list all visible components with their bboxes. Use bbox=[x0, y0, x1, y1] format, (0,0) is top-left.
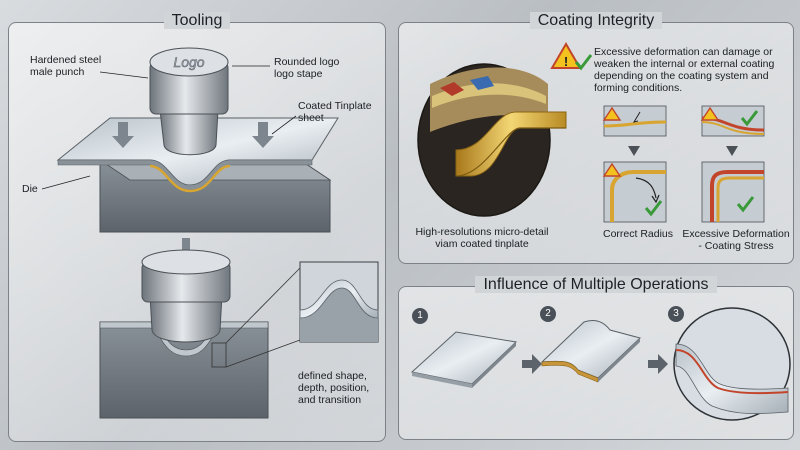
step-2-sheet bbox=[540, 319, 641, 379]
check-icon bbox=[740, 110, 759, 127]
tile-excessive-bottom bbox=[701, 161, 765, 223]
logo-label: Rounded logo logo stape bbox=[274, 56, 340, 80]
warning-icon: ! bbox=[550, 42, 582, 69]
punch-label: Hardened steel male punch bbox=[30, 54, 102, 78]
step-3-detail bbox=[673, 307, 791, 421]
check-icon bbox=[644, 200, 663, 217]
arrow-down-icon bbox=[112, 122, 134, 148]
correct-radius-label: Correct Radius bbox=[602, 228, 674, 240]
step-number-1: 1 bbox=[412, 308, 428, 324]
warning-icon bbox=[700, 106, 720, 121]
step-number-2: 2 bbox=[540, 306, 556, 322]
multiple-ops-title: Influence of Multiple Operations bbox=[475, 276, 717, 293]
arrow-down-icon bbox=[628, 146, 640, 156]
arrow-down-icon bbox=[252, 122, 274, 148]
die-label: Die bbox=[22, 183, 38, 195]
arrow-right-icon bbox=[522, 354, 542, 374]
arrow-right-icon bbox=[648, 354, 668, 374]
excessive-deformation-label: Excessive Deformation - Coating Stress bbox=[682, 228, 790, 252]
micro-detail-label: High-resolutions micro-detail viam coate… bbox=[415, 226, 549, 250]
tooling-title: Tooling bbox=[163, 12, 231, 29]
check-icon bbox=[736, 196, 755, 213]
detail-inset bbox=[299, 261, 379, 343]
warning-icon bbox=[602, 106, 622, 121]
arrow-down-icon bbox=[726, 146, 738, 156]
warning-icon bbox=[602, 162, 622, 177]
tile-excessive-top bbox=[701, 105, 765, 137]
male-punch bbox=[149, 47, 229, 156]
coating-title: Coating Integrity bbox=[529, 12, 663, 29]
check-icon bbox=[574, 54, 593, 71]
step-number-3: 3 bbox=[668, 306, 684, 322]
sheet-label: Coated Tinplate sheet bbox=[298, 100, 372, 124]
shape-label: defined shape, depth, position, and tran… bbox=[298, 370, 370, 406]
svg-text:!: ! bbox=[564, 54, 568, 69]
detail-marker bbox=[211, 342, 227, 368]
lower-punch bbox=[141, 249, 231, 343]
coating-warning-text: Excessive deformation can damage or weak… bbox=[594, 46, 775, 94]
logo-emboss-text: Logo bbox=[173, 54, 204, 70]
